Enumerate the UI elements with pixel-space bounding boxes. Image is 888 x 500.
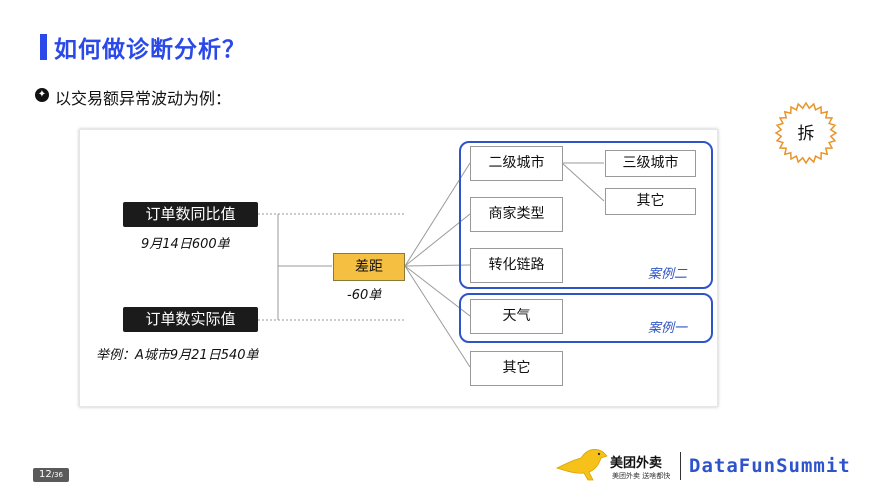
title-accent-bar — [40, 34, 47, 60]
kangaroo-logo-icon — [555, 449, 608, 481]
burst-shape — [774, 101, 838, 165]
case-two-frame — [459, 141, 713, 289]
order-yoy-note: 9月14日600单 — [141, 237, 230, 252]
case-two-label: 案例二 — [648, 267, 688, 282]
logo-divider — [680, 452, 681, 480]
factor-node: 商家类型 — [470, 197, 563, 232]
factor-node: 转化链路 — [470, 248, 563, 283]
gap-node: 差距 — [333, 253, 405, 281]
page-title: 如何做诊断分析？ — [54, 37, 246, 63]
brand-slogan: 美团外卖 送啥都快 — [612, 472, 671, 480]
factor-node: 其它 — [470, 351, 563, 386]
factor-node: 天气 — [470, 299, 563, 334]
page-indicator: 12/36 — [33, 468, 69, 482]
page-total: /36 — [51, 471, 63, 479]
bullet-star-icon: ✦ — [35, 88, 49, 102]
order-actual-box: 订单数实际值 — [123, 307, 258, 332]
order-yoy-box: 订单数同比值 — [123, 202, 258, 227]
page-number: 12 — [39, 469, 52, 480]
factor-node: 二级城市 — [470, 146, 563, 181]
burst-label: 拆 — [798, 124, 815, 144]
sub-factor-node: 三级城市 — [605, 150, 696, 177]
subtitle: 以交易额异常波动为例： — [55, 89, 232, 108]
case-one-label: 案例一 — [648, 321, 688, 336]
burst-badge: 拆 — [774, 101, 838, 165]
brand-name-en: DataFunSummit — [689, 455, 851, 477]
brand-name-cn: 美团外卖 — [610, 456, 663, 471]
sub-factor-node: 其它 — [605, 188, 696, 215]
sub-line-2 — [561, 162, 605, 202]
fan-line-5 — [404, 265, 471, 368]
order-actual-note: 举例：A城市9月21日540单 — [96, 348, 259, 363]
gap-value: -60单 — [347, 288, 382, 303]
case-one-frame — [459, 293, 713, 343]
